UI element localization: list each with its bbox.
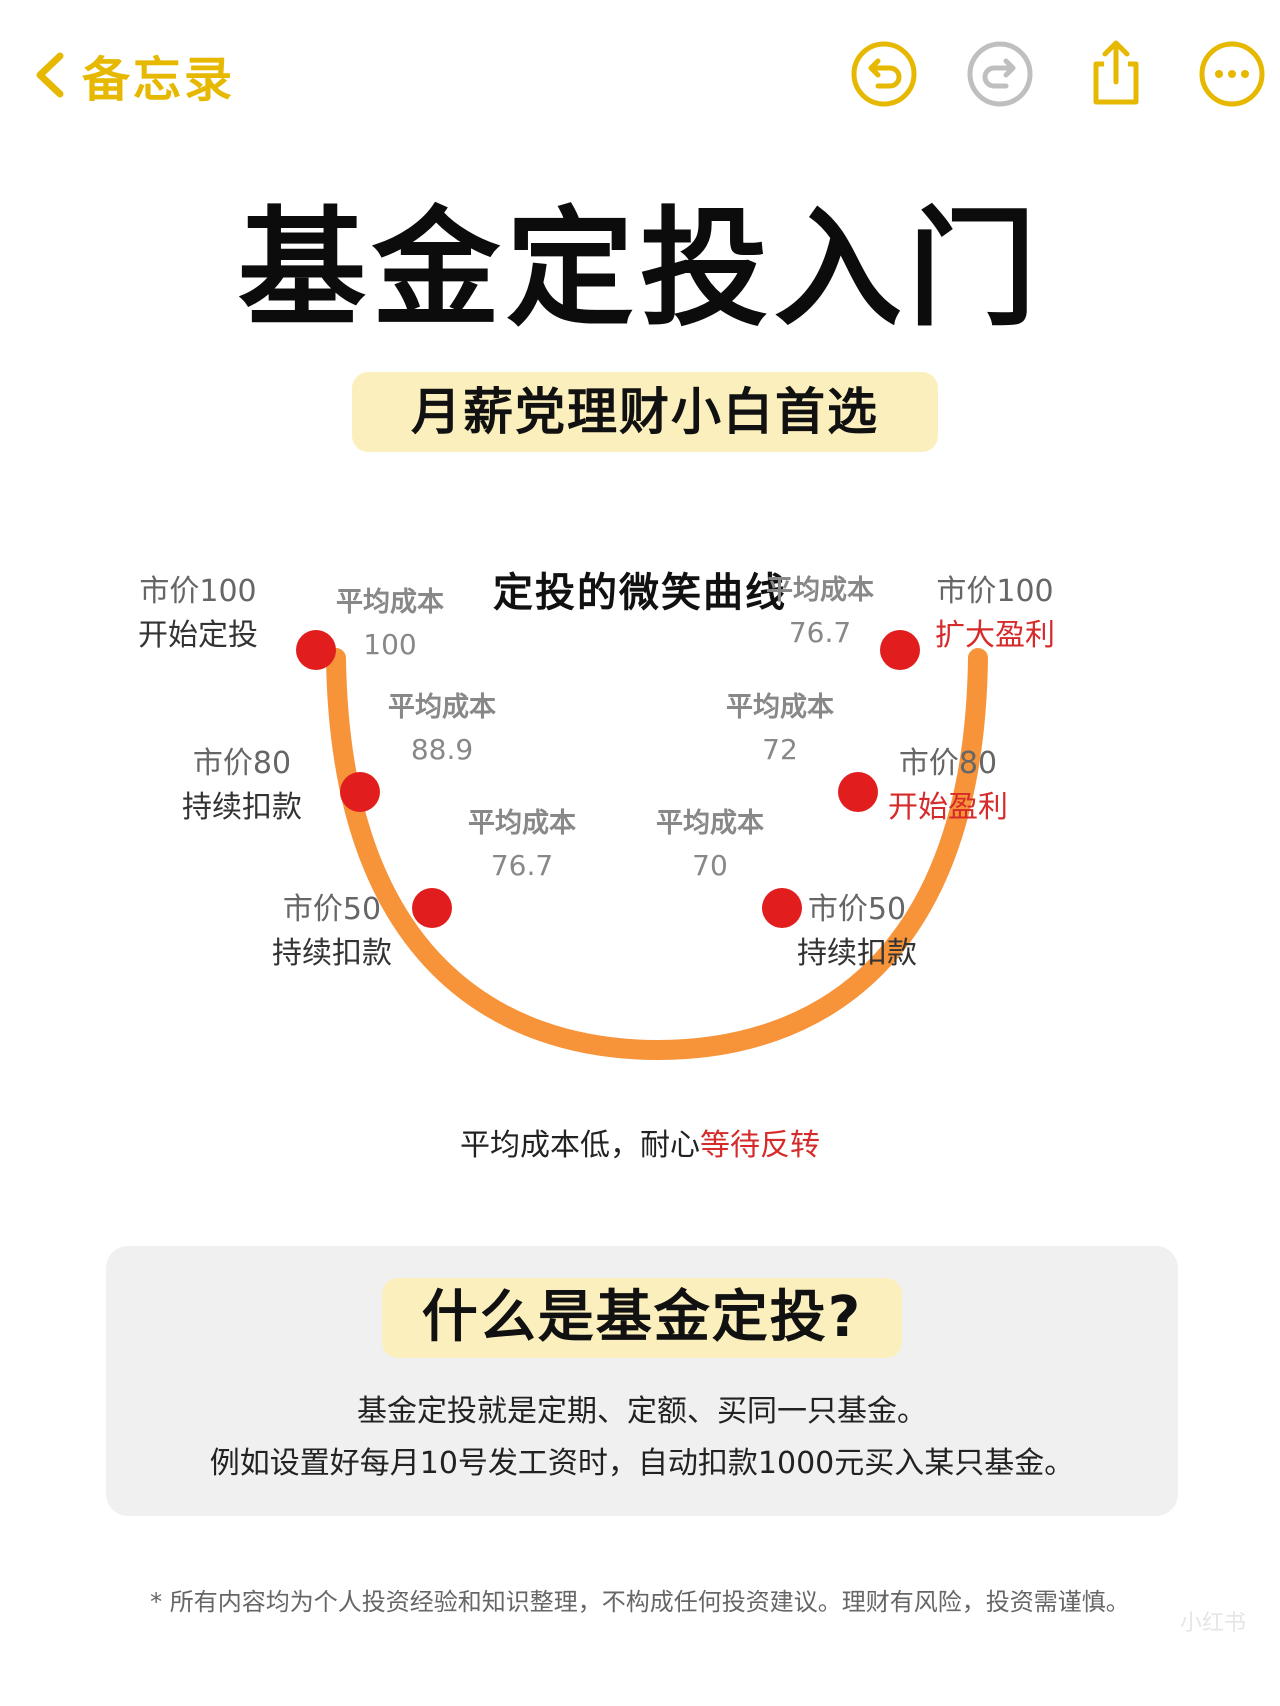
chart-title: 定投的微笑曲线 [493, 570, 787, 616]
caption-text: 平均成本低，耐心 [460, 1128, 700, 1163]
point-4-cost-label: 平均成本 70 [640, 803, 780, 888]
average-cost-label: 平均成本 [388, 692, 496, 723]
point-3-cost-label: 平均成本 76.7 [452, 803, 592, 888]
subtitle-banner: 月薪党理财小白首选 [352, 372, 938, 452]
watermark: 小红书 [1180, 1611, 1247, 1636]
share-icon [1093, 40, 1139, 105]
point-2-price-label: 市价80 持续扣款 [172, 742, 312, 830]
back-button[interactable]: 备忘录 [30, 40, 235, 110]
average-cost-value: 100 [363, 628, 417, 661]
share-button[interactable] [1080, 38, 1152, 110]
card-heading: 什么是基金定投? [382, 1278, 902, 1358]
point-6-price-label: 市价100 扩大盈利 [925, 570, 1065, 658]
chevron-left-icon [36, 52, 64, 98]
point-1-cost-label: 平均成本 100 [320, 582, 460, 667]
more-button[interactable] [1196, 38, 1268, 110]
average-cost-label: 平均成本 [766, 575, 874, 606]
curve-point-3 [412, 888, 452, 928]
card-line-1: 基金定投就是定期、定额、买同一只基金。 [357, 1394, 927, 1429]
point-action: 持续扣款 [182, 790, 302, 825]
point-2-cost-label: 平均成本 88.9 [372, 687, 512, 772]
point-action: 开始定投 [138, 618, 258, 653]
market-price: 市价80 [898, 746, 998, 781]
average-cost-label: 平均成本 [468, 808, 576, 839]
undo-button[interactable] [848, 38, 920, 110]
curve-point-1 [296, 630, 336, 670]
point-6-cost-label: 平均成本 76.7 [750, 570, 890, 655]
market-price: 市价50 [807, 892, 907, 927]
average-cost-value: 88.9 [410, 733, 474, 766]
disclaimer: * 所有内容均为个人投资经验和知识整理，不构成任何投资建议。理财有风险，投资需谨… [150, 1588, 1130, 1616]
average-cost-value: 72 [762, 733, 798, 766]
point-5-cost-label: 平均成本 72 [710, 687, 850, 772]
point-action: 开始盈利 [888, 790, 1008, 825]
curve-point-6 [880, 630, 920, 670]
point-1-price-label: 市价100 开始定投 [128, 570, 268, 658]
chart-caption: 平均成本低，耐心等待反转 [150, 1120, 1130, 1164]
point-5-price-label: 市价80 开始盈利 [878, 742, 1018, 830]
page-title: 基金定投入门 [237, 195, 1042, 344]
point-3-price-label: 市价50 持续扣款 [262, 888, 402, 976]
average-cost-label: 平均成本 [656, 808, 764, 839]
notes-toolbar: 备忘录 [0, 0, 1280, 150]
smile-curve-line [326, 648, 988, 1061]
average-cost-label: 平均成本 [726, 692, 834, 723]
curve-point-2 [340, 772, 380, 812]
redo-button[interactable] [964, 38, 1036, 110]
curve-point-5 [838, 772, 878, 812]
back-label: 备忘录 [82, 52, 236, 108]
point-action: 持续扣款 [272, 936, 392, 971]
point-action: 持续扣款 [797, 936, 917, 971]
smile-curve-svg [296, 630, 988, 1061]
average-cost-value: 70 [692, 849, 728, 882]
definition-card: 什么是基金定投? 基金定投就是定期、定额、买同一只基金。 例如设置好每月10号发… [106, 1246, 1178, 1516]
market-price: 市价100 [936, 574, 1054, 609]
card-line-2: 例如设置好每月10号发工资时，自动扣款1000元买入某只基金。 [209, 1446, 1075, 1481]
market-price: 市价50 [282, 892, 382, 927]
curve-point-4 [762, 888, 802, 928]
caption-highlight: 等待反转 [700, 1128, 820, 1163]
point-action: 扩大盈利 [935, 618, 1055, 653]
undo-icon [851, 41, 917, 107]
average-cost-value: 76.7 [788, 616, 852, 649]
average-cost-label: 平均成本 [336, 587, 444, 618]
average-cost-value: 76.7 [490, 849, 554, 882]
market-price: 市价80 [192, 746, 292, 781]
market-price: 市价100 [139, 574, 257, 609]
redo-icon [967, 41, 1033, 107]
more-icon [1199, 41, 1265, 107]
point-4-price-label: 市价50 持续扣款 [787, 888, 927, 976]
